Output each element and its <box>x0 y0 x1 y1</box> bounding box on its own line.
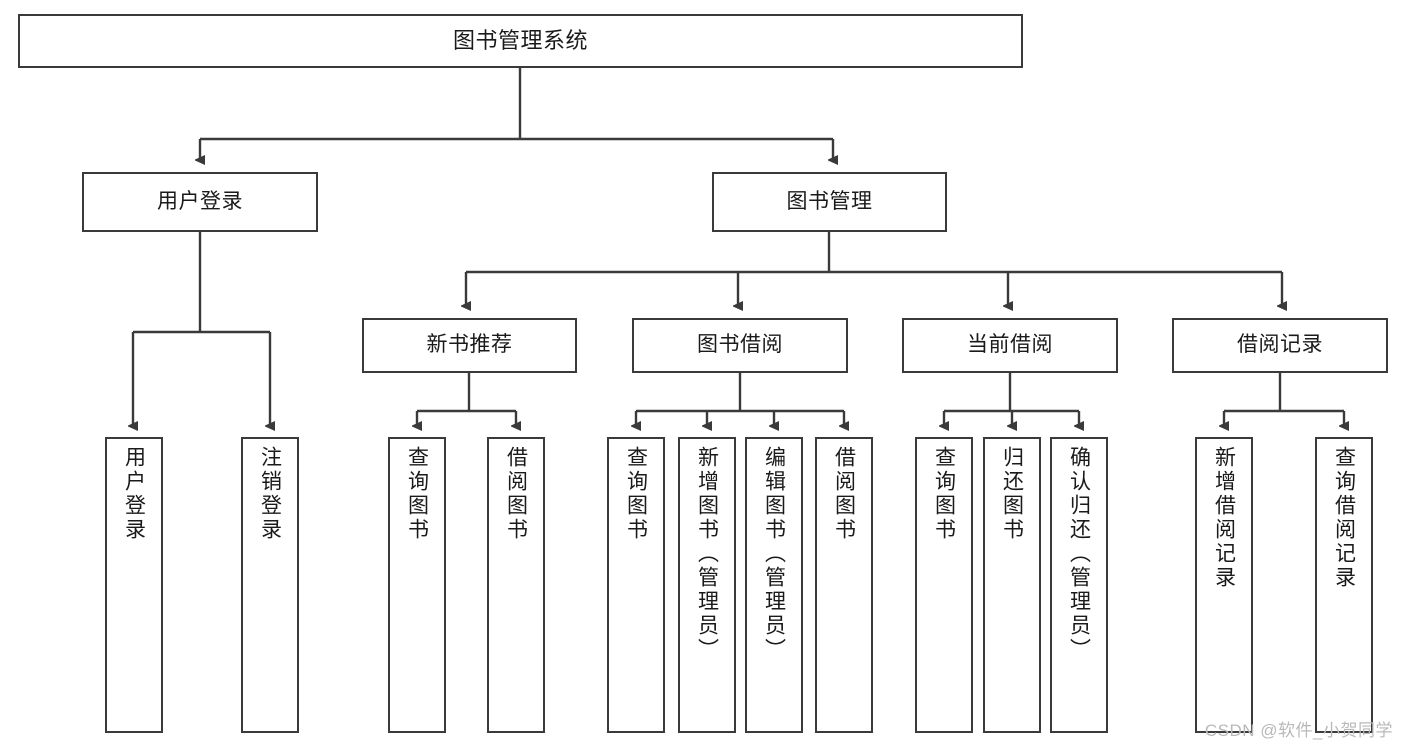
node-book-borrow-label: 图书借阅 <box>697 333 783 357</box>
node-root[interactable]: 图书管理系统 <box>18 14 1023 68</box>
node-borrow-record[interactable]: 借阅记录 <box>1172 318 1388 373</box>
node-leaf-add-book-label: 新增图书（管理员） <box>695 446 719 662</box>
node-leaf-borrow-book-2-label: 借阅图书 <box>832 446 856 542</box>
watermark-text: CSDN @软件_小贺同学 <box>1204 721 1393 740</box>
node-leaf-return-book[interactable]: 归还图书 <box>983 437 1041 733</box>
node-book-borrow[interactable]: 图书借阅 <box>632 318 848 373</box>
node-leaf-query-book-3-label: 查询图书 <box>932 446 956 542</box>
node-leaf-confirm-return[interactable]: 确认归还（管理员） <box>1050 437 1108 733</box>
node-leaf-add-book[interactable]: 新增图书（管理员） <box>678 437 736 733</box>
node-current-borrow[interactable]: 当前借阅 <box>902 318 1118 373</box>
node-book-manage[interactable]: 图书管理 <box>712 172 947 232</box>
node-book-manage-label: 图书管理 <box>786 189 873 213</box>
node-leaf-query-book-1[interactable]: 查询图书 <box>388 437 446 733</box>
node-leaf-query-book-3[interactable]: 查询图书 <box>915 437 973 733</box>
node-user-login[interactable]: 用户登录 <box>82 172 318 232</box>
node-user-login-label: 用户登录 <box>157 189 243 213</box>
node-new-book-recommend[interactable]: 新书推荐 <box>362 318 577 373</box>
node-leaf-query-book-2[interactable]: 查询图书 <box>607 437 665 733</box>
node-leaf-logout-login-label: 注销登录 <box>258 446 282 542</box>
node-leaf-query-record[interactable]: 查询借阅记录 <box>1315 437 1373 733</box>
node-new-book-recommend-label: 新书推荐 <box>426 333 513 357</box>
node-borrow-record-label: 借阅记录 <box>1237 333 1323 357</box>
node-leaf-borrow-book-2[interactable]: 借阅图书 <box>815 437 873 733</box>
node-leaf-user-login[interactable]: 用户登录 <box>105 437 163 733</box>
node-leaf-edit-book-label: 编辑图书（管理员） <box>762 446 786 662</box>
node-leaf-confirm-return-label: 确认归还（管理员） <box>1067 446 1091 662</box>
node-leaf-query-book-1-label: 查询图书 <box>405 446 429 542</box>
node-leaf-logout-login[interactable]: 注销登录 <box>241 437 299 733</box>
node-leaf-borrow-book-1[interactable]: 借阅图书 <box>487 437 545 733</box>
node-leaf-query-record-label: 查询借阅记录 <box>1332 446 1356 590</box>
node-leaf-add-record-label: 新增借阅记录 <box>1212 446 1236 590</box>
node-leaf-user-login-label: 用户登录 <box>122 446 146 542</box>
node-current-borrow-label: 当前借阅 <box>967 333 1053 357</box>
node-leaf-return-book-label: 归还图书 <box>1000 446 1024 542</box>
node-leaf-borrow-book-1-label: 借阅图书 <box>504 446 528 542</box>
node-leaf-edit-book[interactable]: 编辑图书（管理员） <box>745 437 803 733</box>
node-leaf-query-book-2-label: 查询图书 <box>624 446 648 542</box>
node-leaf-add-record[interactable]: 新增借阅记录 <box>1195 437 1253 733</box>
node-root-label: 图书管理系统 <box>452 28 588 54</box>
